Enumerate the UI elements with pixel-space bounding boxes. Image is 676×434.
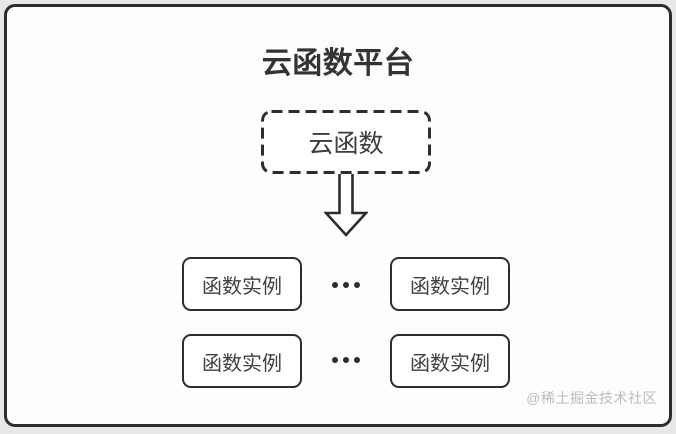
diagram-title: 云函数平台 xyxy=(261,47,415,80)
dashed-border xyxy=(261,110,431,174)
function-instance-box: 函数实例 xyxy=(182,334,302,388)
dot xyxy=(354,357,360,363)
dot xyxy=(354,282,360,288)
ellipsis-icon xyxy=(332,282,360,288)
watermark: @稀土掘金技术社区 xyxy=(526,390,657,406)
cloud-function-label: 云函数 xyxy=(308,130,384,158)
cloud-function-node: 云函数 xyxy=(261,110,431,174)
dot xyxy=(332,357,338,363)
down-arrow-icon xyxy=(324,174,368,237)
dot xyxy=(332,282,338,288)
ellipsis-icon xyxy=(332,357,360,363)
platform-frame: 云函数平台 云函数 函数实例 函数实例 函数实例 函数实例 @稀土掘金技术社区 xyxy=(4,4,672,427)
function-instance-box: 函数实例 xyxy=(390,257,510,311)
function-instance-box: 函数实例 xyxy=(182,257,302,311)
dot xyxy=(343,357,349,363)
dot xyxy=(343,282,349,288)
function-instance-box: 函数实例 xyxy=(390,334,510,388)
